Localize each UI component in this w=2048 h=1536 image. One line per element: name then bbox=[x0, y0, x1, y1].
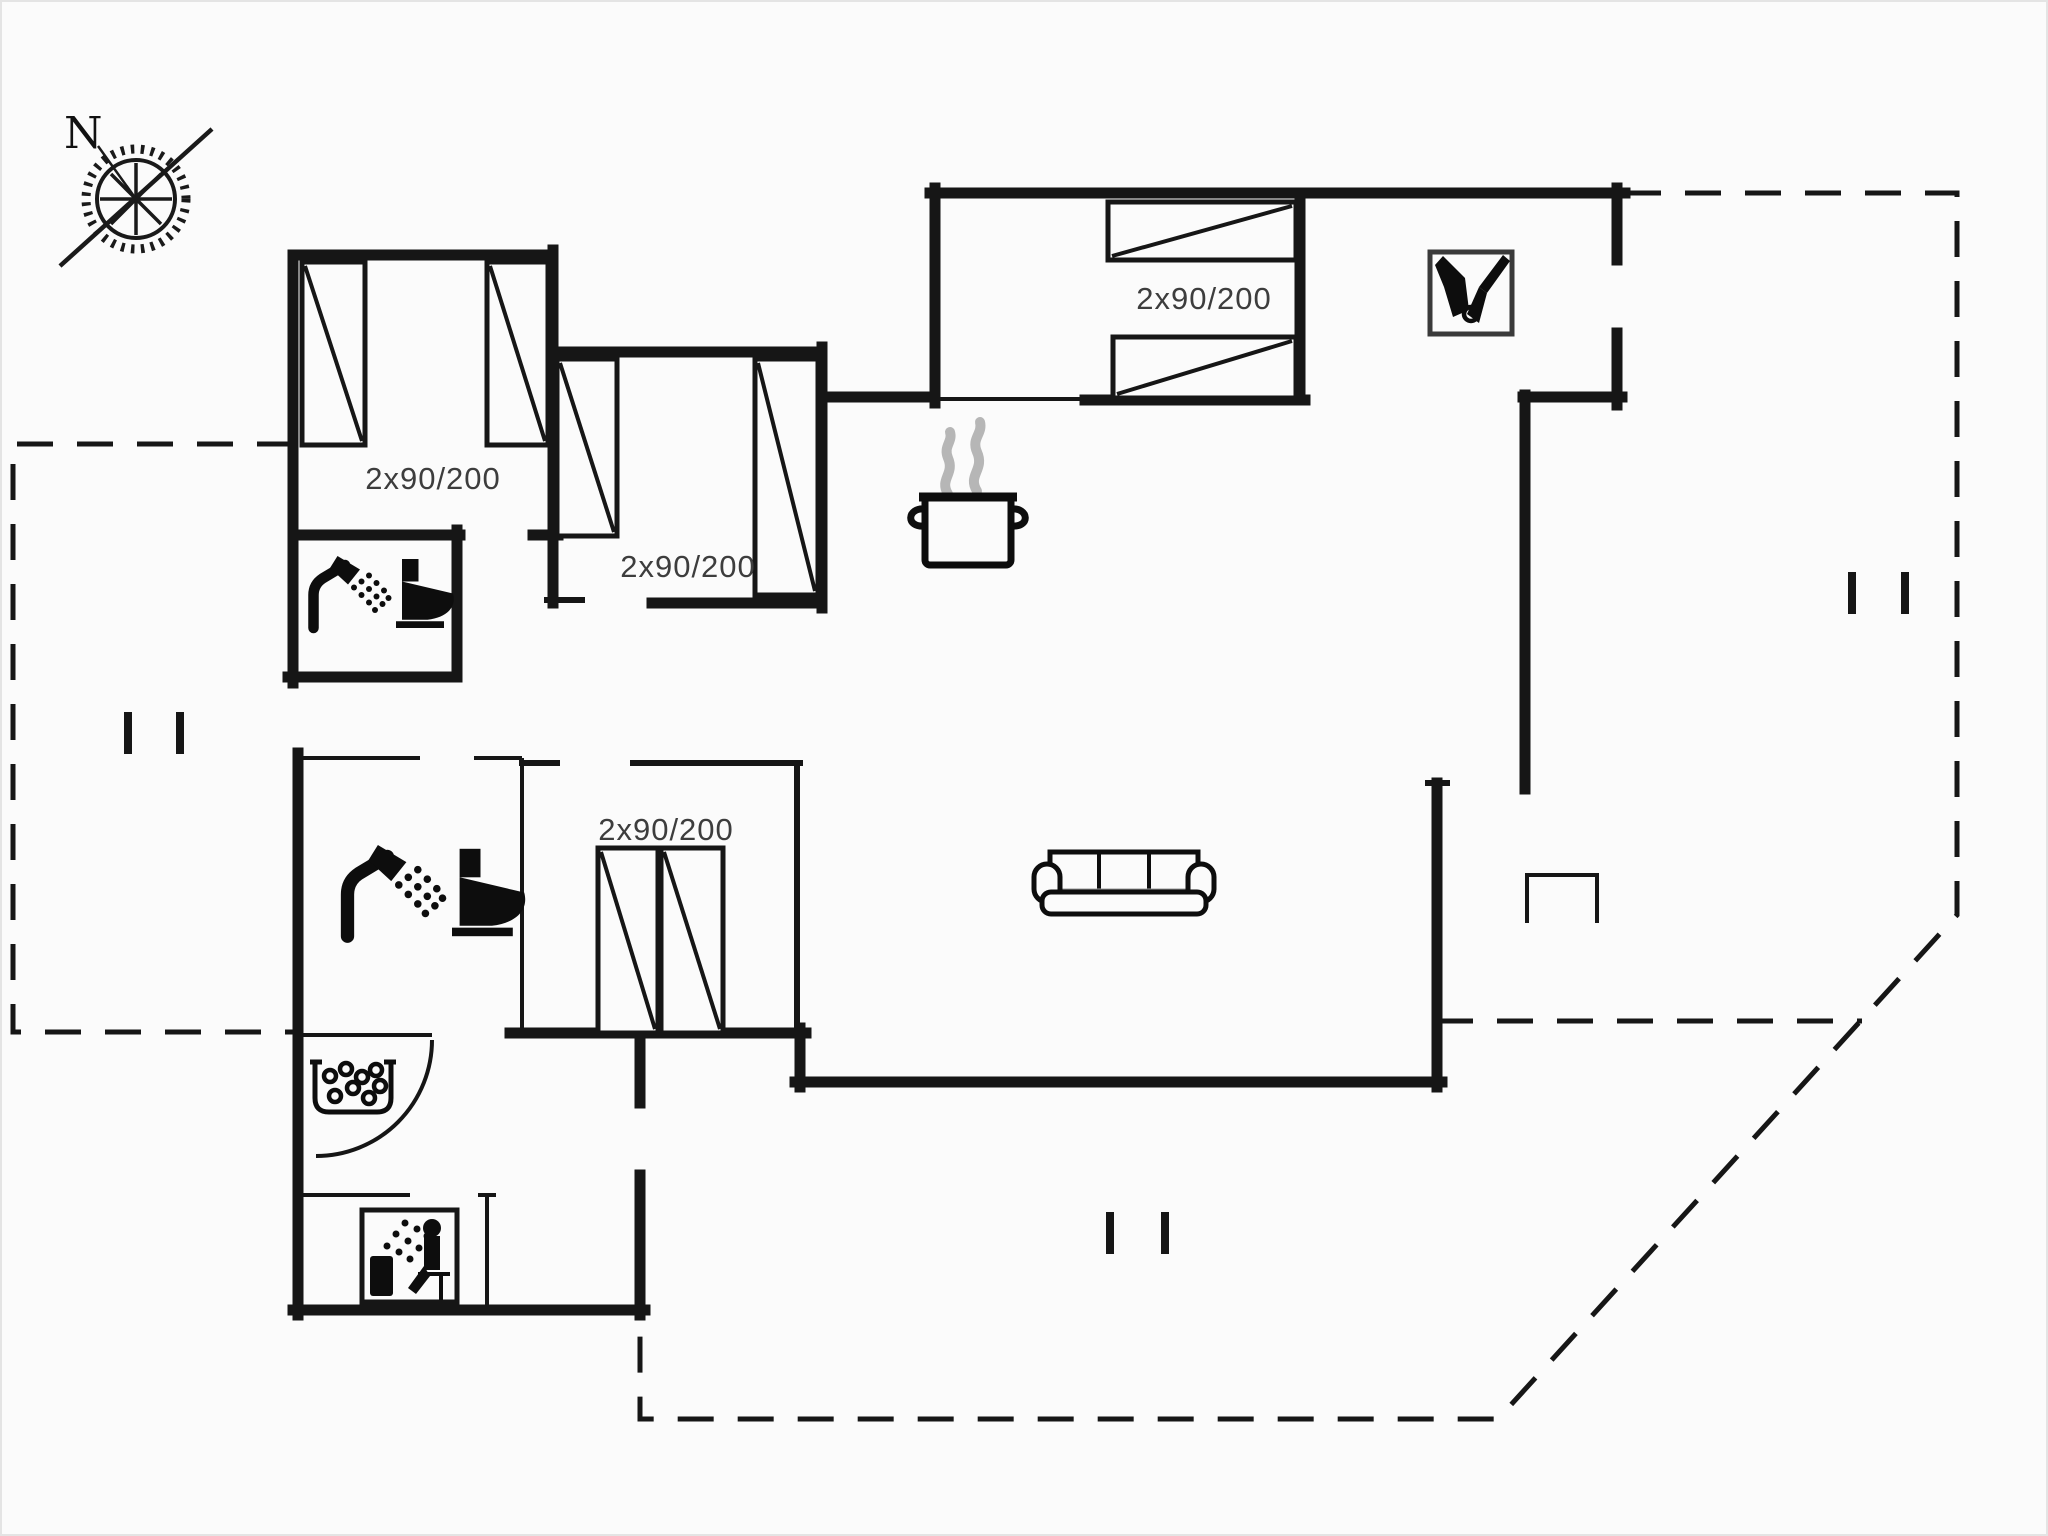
steam-icon bbox=[940, 417, 986, 499]
sauna-icon bbox=[359, 1207, 460, 1305]
door-swing-arc bbox=[315, 1039, 434, 1158]
bed-size-label: 2x90/200 bbox=[598, 812, 734, 847]
bedroom3-beds bbox=[595, 845, 726, 1036]
bed-size-label: 2x90/200 bbox=[1136, 281, 1272, 316]
north-label: N bbox=[64, 108, 103, 159]
bedroom2-beds bbox=[554, 356, 821, 598]
bedroom1-beds bbox=[299, 259, 551, 448]
bed-size-label: 2x90/200 bbox=[365, 461, 501, 496]
whirlpool-tub-icon bbox=[310, 1059, 396, 1115]
garden-tools-icon bbox=[1427, 249, 1515, 337]
bathroom2-icons bbox=[348, 845, 526, 936]
terrace-outline-right-bottom bbox=[637, 190, 1960, 1422]
terrace-step-marker bbox=[1525, 873, 1599, 923]
terrace-outline-left bbox=[10, 441, 293, 1035]
sofa-icon bbox=[1031, 849, 1217, 917]
shower-icon bbox=[348, 845, 526, 936]
interior-walls bbox=[298, 397, 1090, 1308]
compass-rose-icon: N bbox=[58, 108, 214, 268]
bathroom1-icons bbox=[314, 556, 454, 628]
cooking-pot-icon bbox=[907, 417, 1029, 569]
exterior-walls bbox=[282, 182, 1631, 1321]
bed-size-label: 2x90/200 bbox=[620, 549, 756, 584]
shower-icon bbox=[314, 556, 454, 628]
terrace-plank-marks bbox=[124, 572, 1909, 1254]
bedroom4-beds bbox=[1105, 199, 1299, 401]
